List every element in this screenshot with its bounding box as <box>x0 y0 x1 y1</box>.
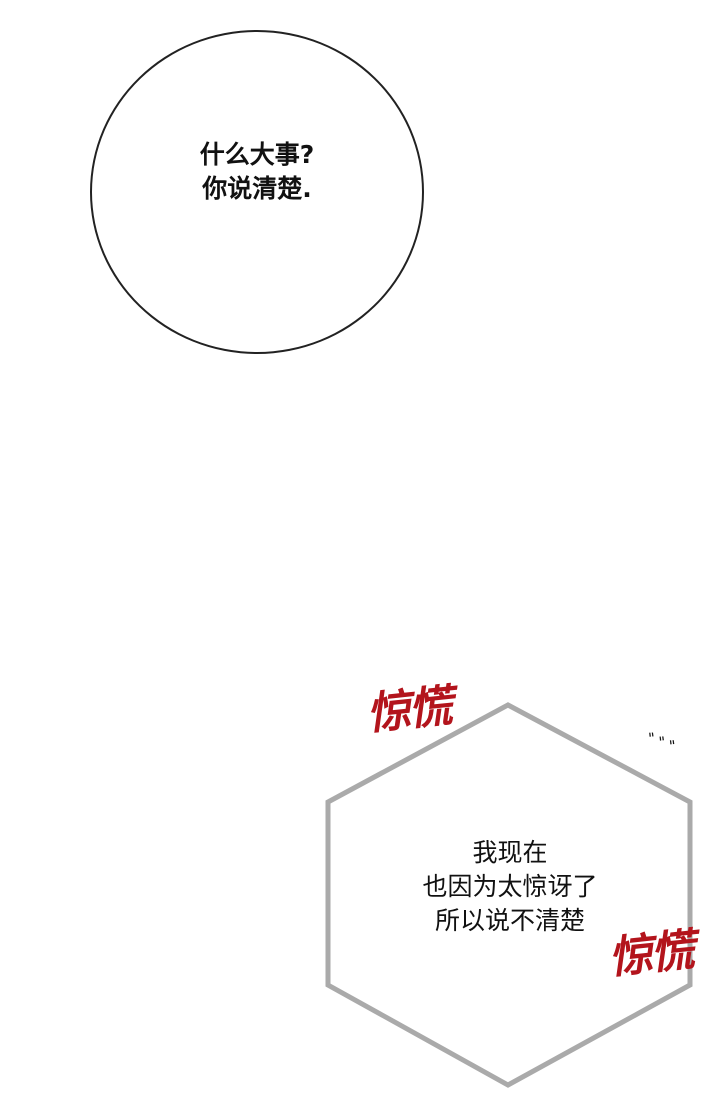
hexagon-bubble-text: 我现在 也因为太惊讶了 所以说不清楚 <box>370 836 650 938</box>
sound-effect-panic: 惊慌 <box>364 680 453 741</box>
sound-effect-panic: 惊慌 <box>606 924 695 985</box>
round-speech-bubble <box>90 30 424 354</box>
round-bubble-text: 什么大事? 你说清楚. <box>90 138 424 206</box>
speech-line: 也因为太惊讶了 <box>422 872 598 901</box>
speech-line: 什么大事? <box>199 140 315 169</box>
speech-line: 所以说不清楚 <box>434 906 585 935</box>
hexagon-outline <box>325 702 693 1088</box>
speech-line: 我现在 <box>472 838 548 867</box>
speech-line: 你说清楚. <box>202 174 312 203</box>
